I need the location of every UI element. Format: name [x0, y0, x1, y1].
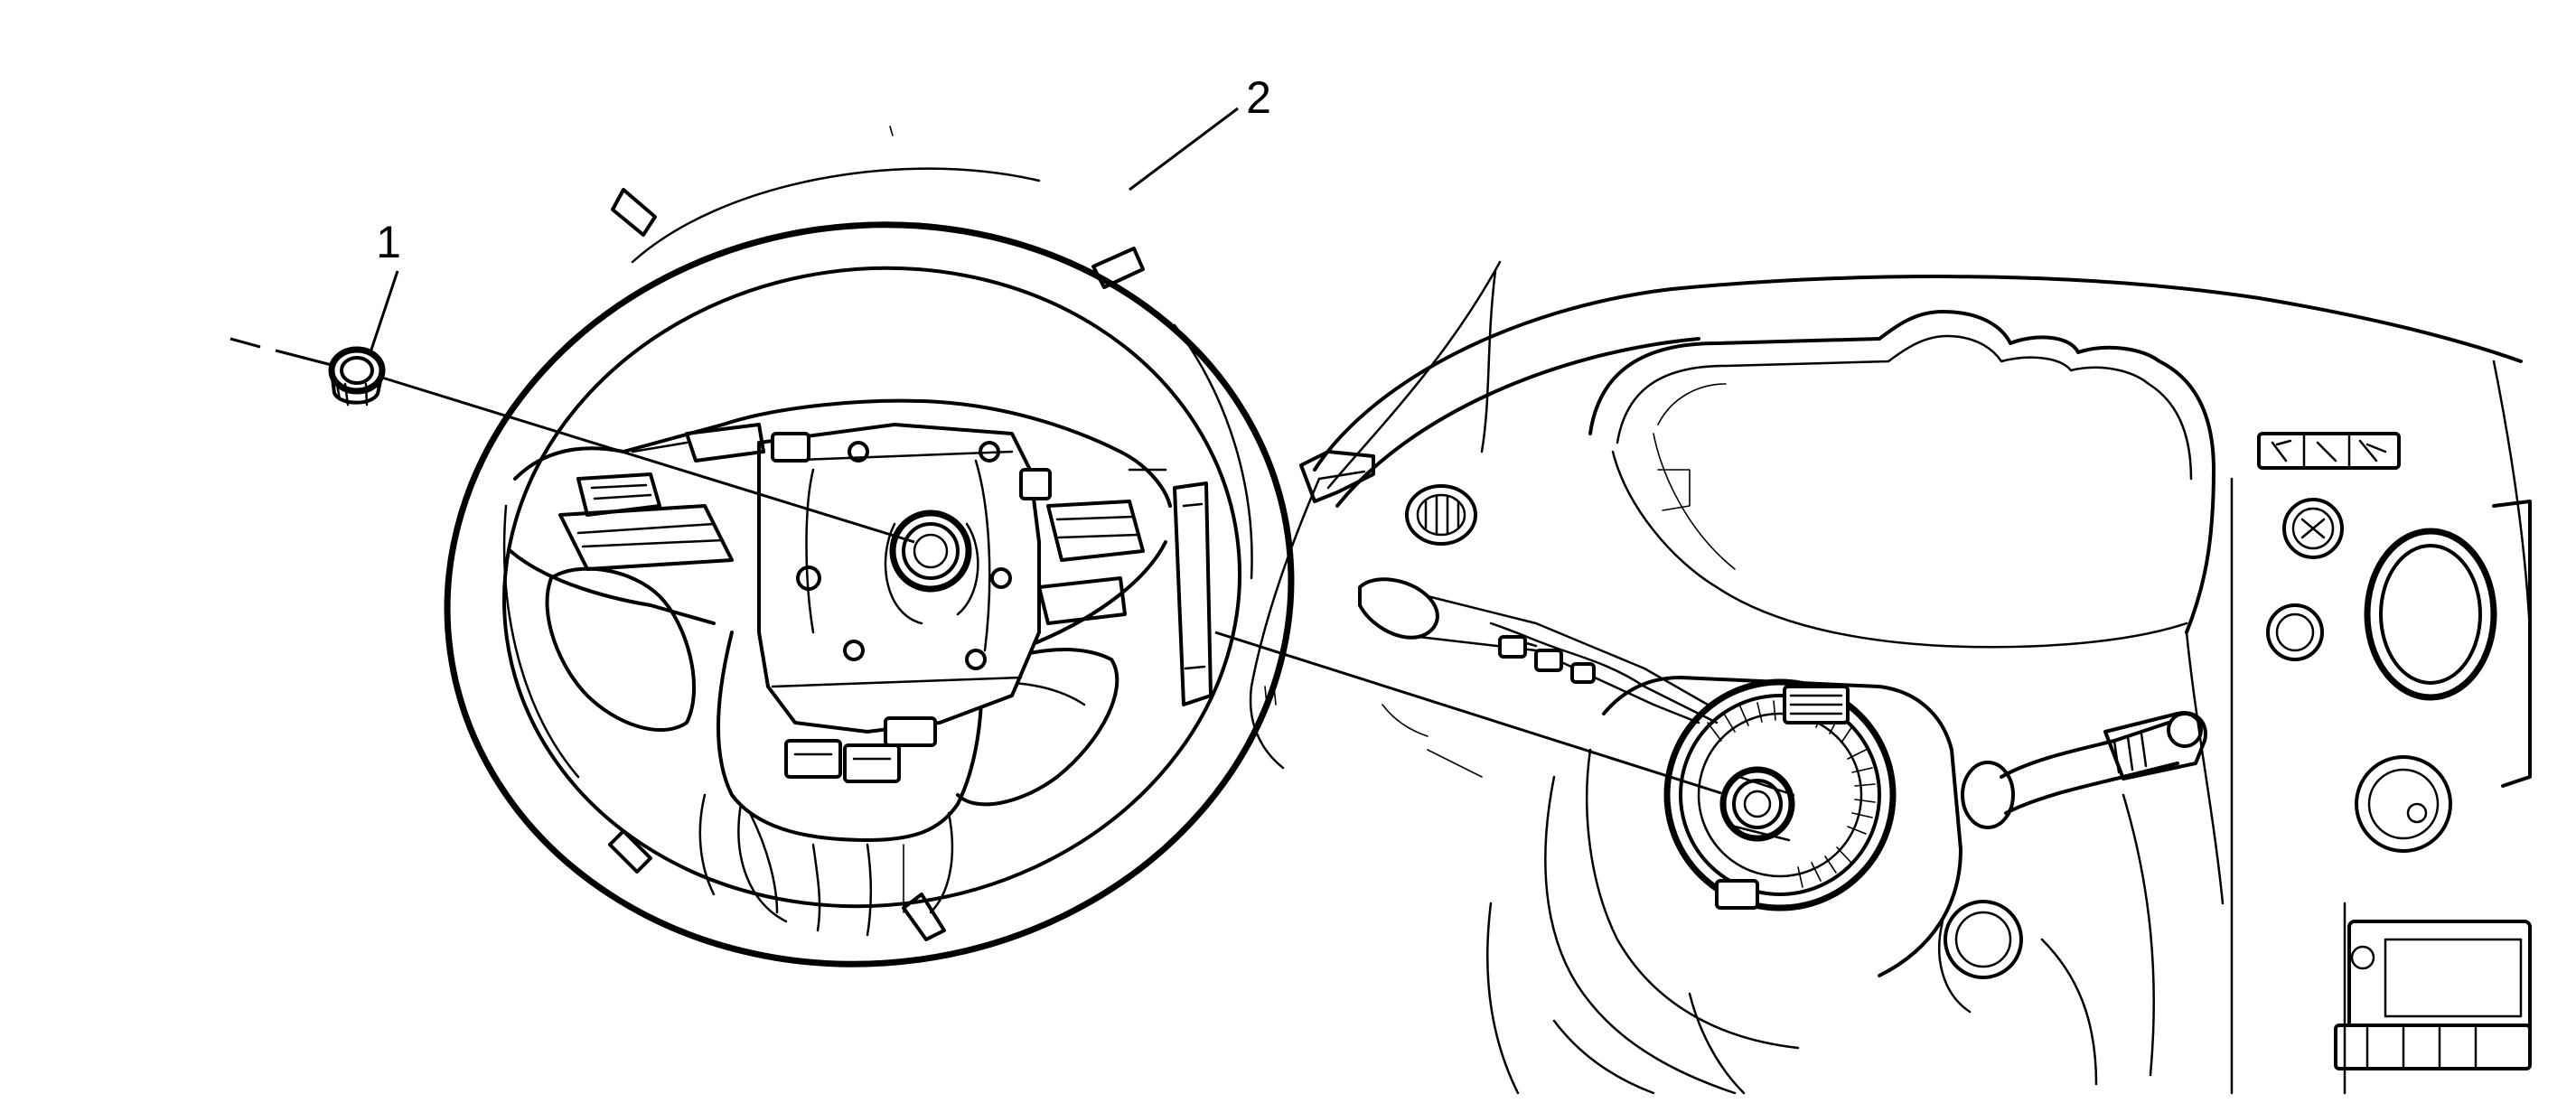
callout-2-leader: [1129, 107, 1239, 192]
steering-wheel-nut: [328, 346, 386, 407]
assembly-centerline: [229, 337, 1722, 795]
callout-2-label: 2: [1246, 72, 1271, 123]
dashboard-and-steering-column: [1249, 260, 2532, 1095]
callout-1-label: 1: [376, 217, 401, 267]
steering-wheel: [444, 126, 1295, 967]
callout-1-leader: [369, 270, 399, 353]
